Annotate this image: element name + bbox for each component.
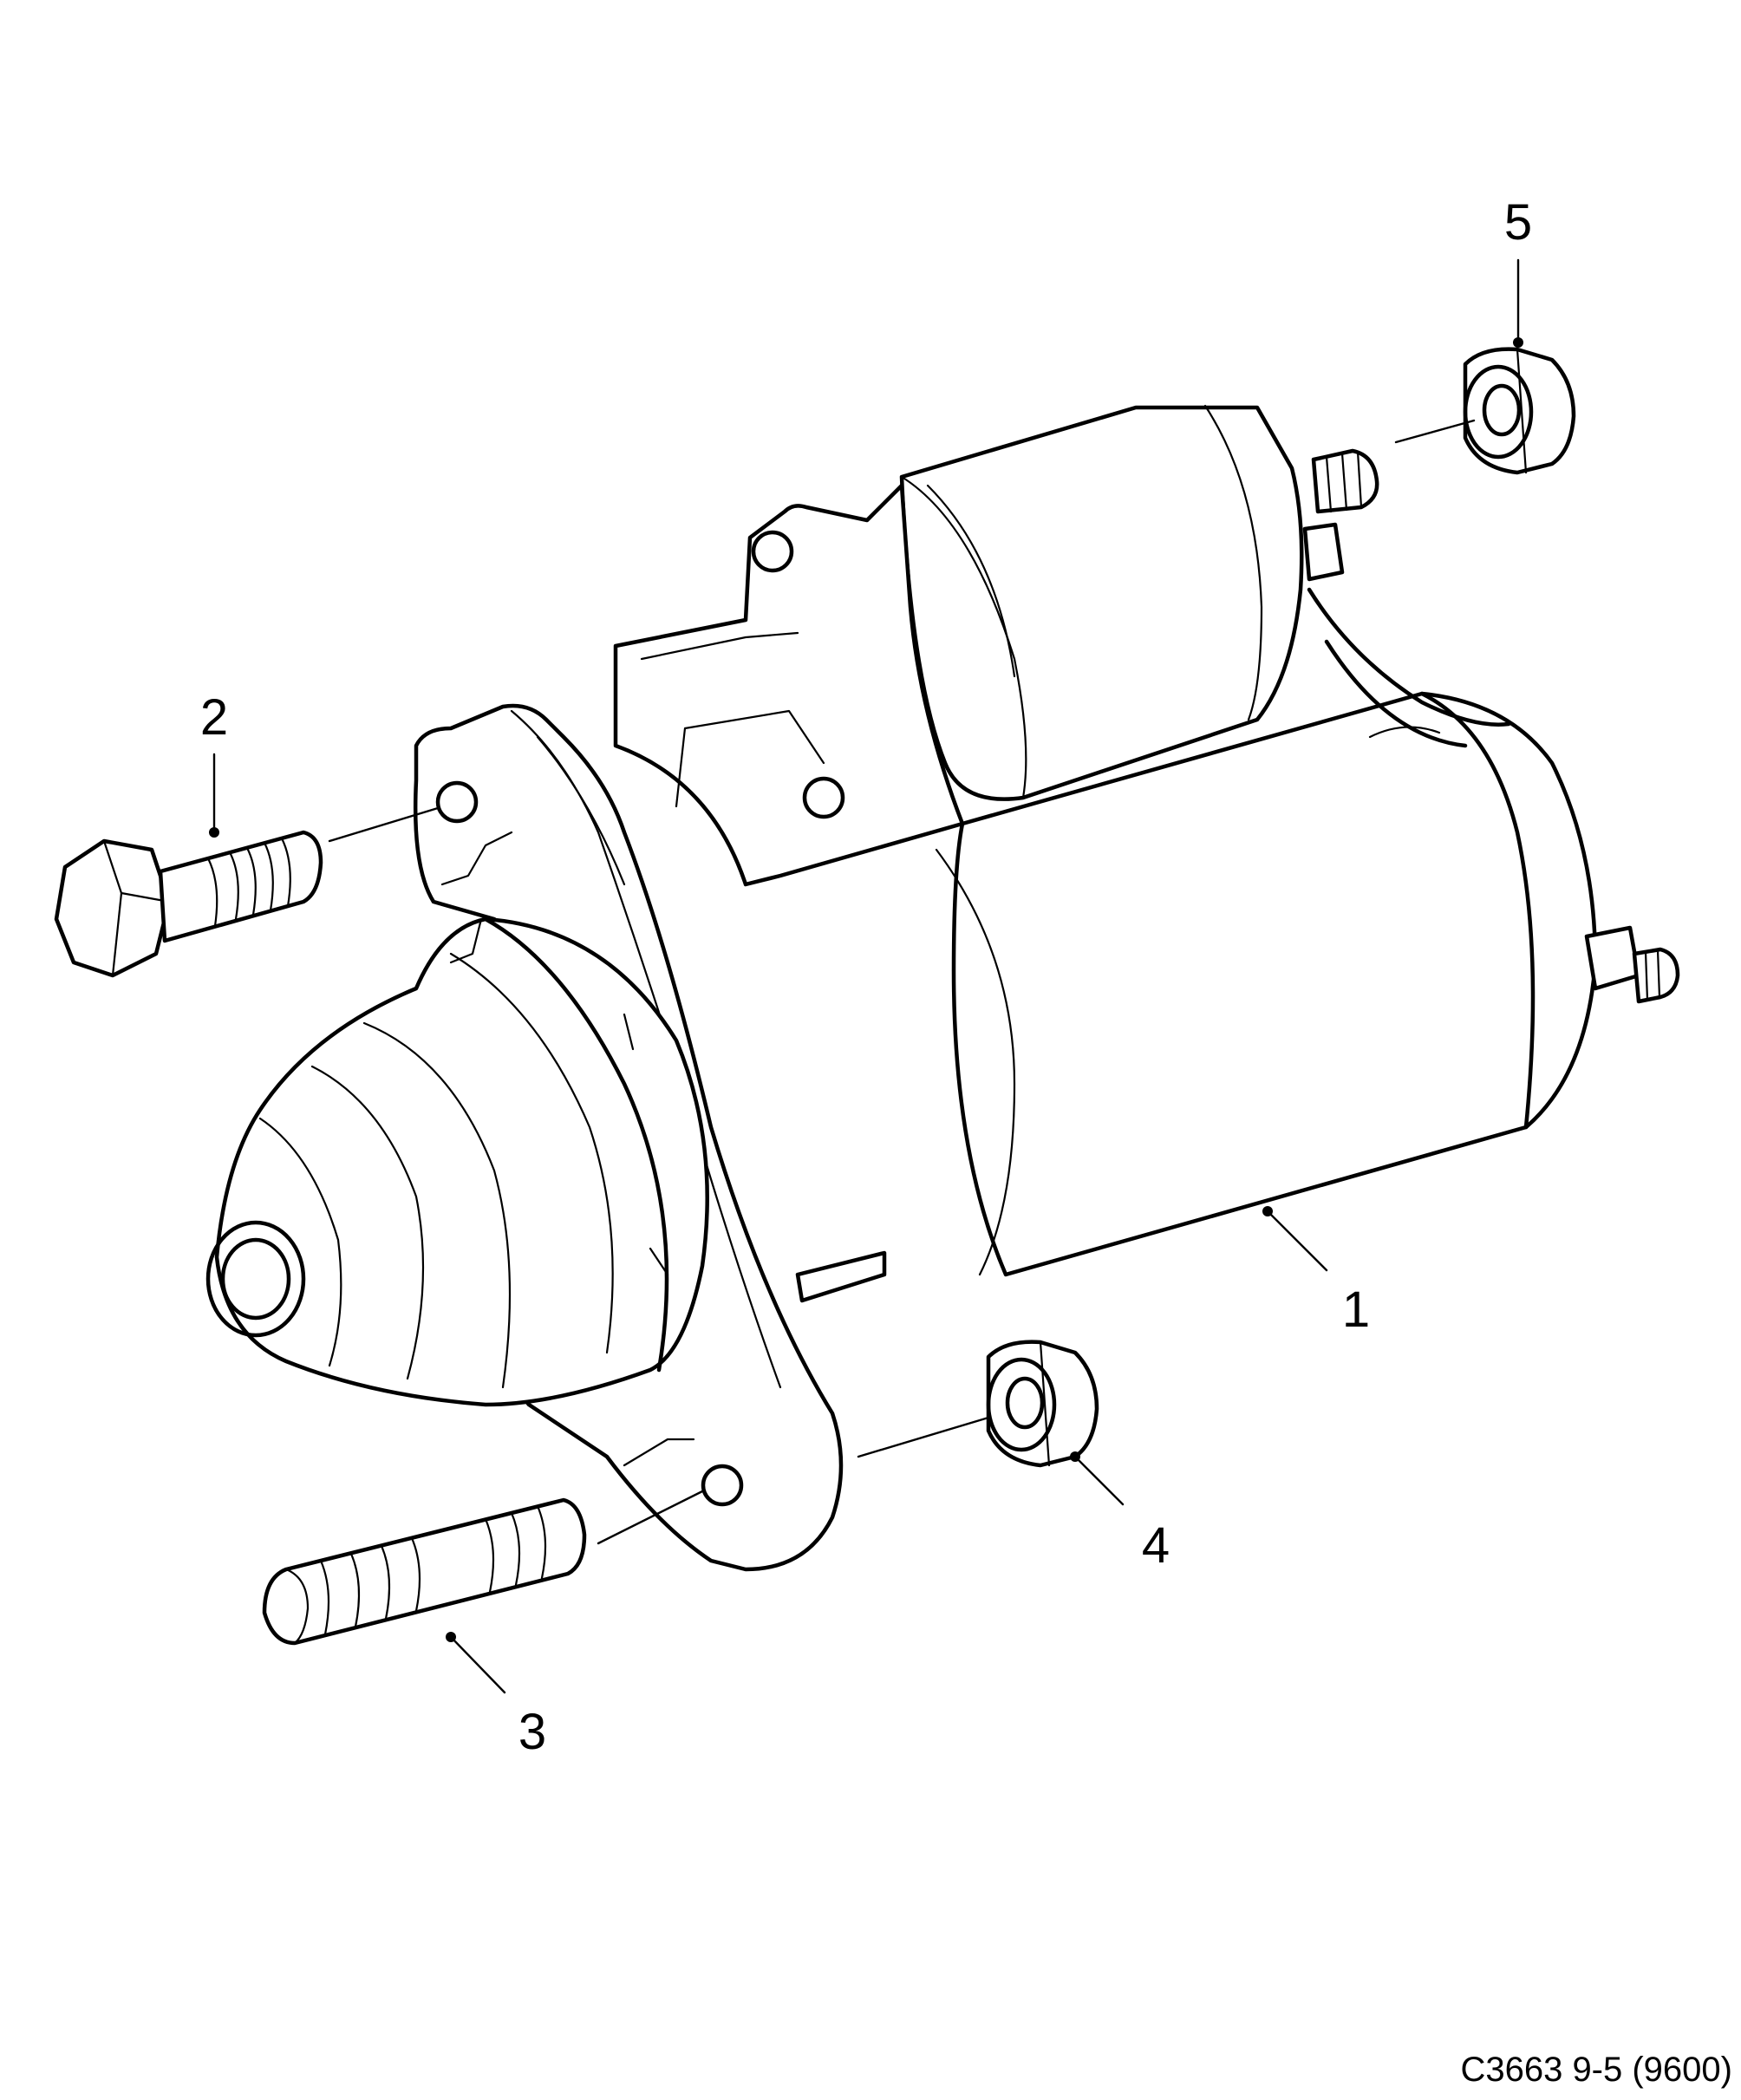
starter-motor-drawing <box>205 404 1680 1572</box>
motor-body-drawing <box>795 587 1680 1303</box>
stud-drawing <box>262 1497 587 1646</box>
leader-lines <box>209 258 1523 1694</box>
nut-5-drawing <box>1463 347 1576 475</box>
callout-2-label: 2 <box>199 689 229 746</box>
callout-5-label: 5 <box>1503 194 1533 251</box>
solenoid-housing-drawing <box>613 483 965 887</box>
bolt-drawing <box>54 830 323 978</box>
alignment-lines <box>328 419 1476 1545</box>
solenoid-drawing <box>899 404 1379 801</box>
callout-1-label: 1 <box>1341 1282 1371 1338</box>
drive-end-cone-drawing <box>205 916 709 1407</box>
callout-3-label: 3 <box>518 1704 547 1760</box>
nut-4-drawing <box>986 1340 1099 1468</box>
figure-code: C3663 9-5 (9600) <box>1460 2051 1732 2089</box>
callout-4-label: 4 <box>1141 1517 1170 1574</box>
